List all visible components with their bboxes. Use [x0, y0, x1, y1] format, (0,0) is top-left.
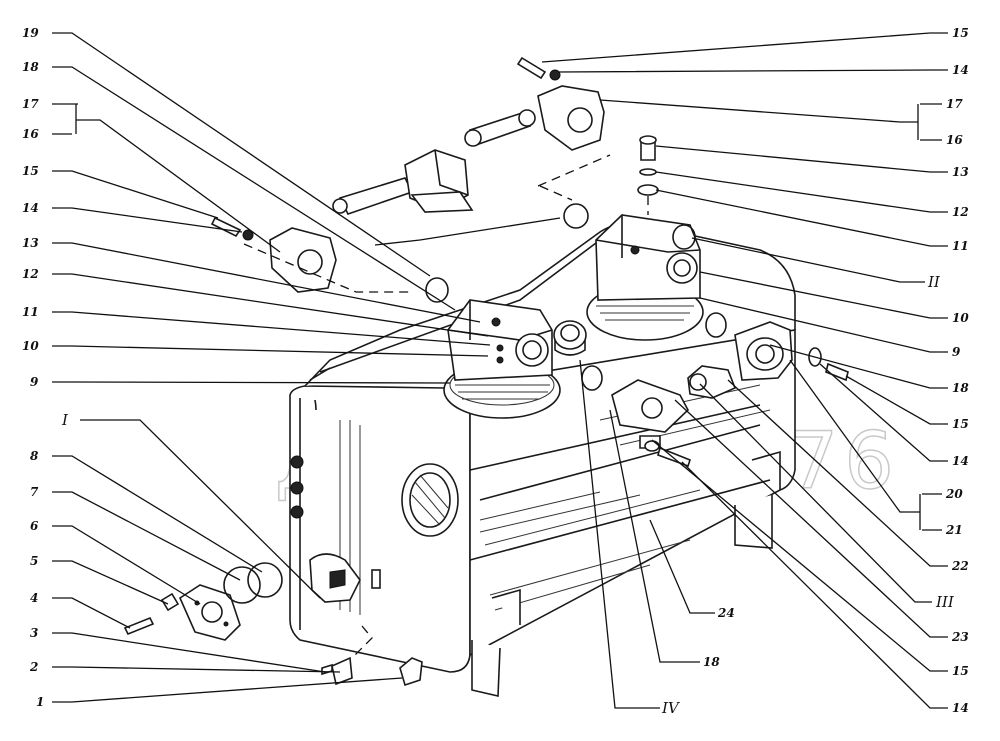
- callout-label: 22: [951, 559, 969, 573]
- valve-body-left: [210, 216, 337, 293]
- filter-assembly: [332, 149, 474, 215]
- callout-label: 16: [22, 127, 39, 141]
- callout-label: 14: [952, 701, 969, 715]
- callout-label: 12: [952, 205, 969, 219]
- callout-label: 19: [22, 26, 39, 40]
- callout-label: 17: [22, 97, 39, 111]
- callout-label: 18: [22, 60, 39, 74]
- callout-label: 16: [946, 133, 963, 147]
- callout-label: I: [61, 411, 69, 429]
- drain-cover-assembly: [123, 562, 423, 687]
- callout-label: 11: [952, 239, 969, 253]
- callouts-left: 19 18 17 16 15 14 13 12 11 10 9 I 8 7 6 …: [22, 26, 69, 709]
- callout-label: 14: [22, 201, 39, 215]
- callout-label: 15: [952, 417, 969, 431]
- callout-label: 20: [945, 487, 963, 501]
- valve-body-top: [516, 56, 605, 151]
- callouts-right: 15 14 17 16 13 12 11 II 10 9 18 15 14 20…: [927, 26, 969, 715]
- callout-label: 5: [30, 554, 38, 568]
- callout-label: 9: [952, 345, 961, 359]
- callout-label: 11: [22, 305, 39, 319]
- callout-label: 23: [951, 630, 969, 644]
- callout-label: 1: [36, 695, 44, 709]
- callout-label: 18: [952, 381, 969, 395]
- right-pump-unit: [586, 214, 704, 341]
- left-pump-unit: [443, 299, 561, 419]
- leader-lines-right: [541, 32, 948, 709]
- callout-label: 14: [952, 63, 969, 77]
- seal-ring: [425, 277, 449, 303]
- callout-label: 6: [30, 519, 39, 533]
- callout-label: 14: [952, 454, 969, 468]
- callout-label: 24: [717, 606, 735, 620]
- callout-label: 7: [30, 485, 39, 499]
- callouts-bottom: 24 18 IV: [661, 606, 735, 717]
- callout-label: 2: [29, 660, 38, 674]
- leader-lines-left: [52, 32, 491, 703]
- tank-body: [289, 221, 796, 697]
- callout-label: 10: [22, 339, 39, 353]
- callout-label: 9: [30, 375, 39, 389]
- bolt-stack: [637, 135, 659, 196]
- filler-neck: [553, 320, 587, 356]
- assembly-line: [374, 217, 561, 246]
- assembly-dashed-lines: [243, 154, 649, 659]
- callout-label: 21: [945, 523, 963, 537]
- callout-label: 18: [703, 655, 720, 669]
- callout-label: 15: [952, 26, 969, 40]
- callout-label: 3: [30, 626, 38, 640]
- callout-label: 17: [946, 97, 963, 111]
- callout-label: 4: [30, 591, 38, 605]
- callout-label: 10: [952, 311, 969, 325]
- leader-lines-bottom: [579, 359, 715, 709]
- callout-label: 13: [22, 236, 39, 250]
- callout-label: 15: [952, 664, 969, 678]
- callout-label: 12: [22, 267, 39, 281]
- callout-label: II: [927, 273, 941, 291]
- callout-label: 15: [22, 164, 39, 178]
- callout-label: III: [935, 593, 955, 611]
- seal-ring: [563, 203, 589, 229]
- callout-label: 13: [952, 165, 969, 179]
- callout-label: 8: [30, 449, 39, 463]
- seal-ring: [672, 224, 696, 250]
- side-fittings: [611, 312, 793, 449]
- pipe-fitting: [464, 109, 536, 147]
- callout-label: IV: [661, 699, 681, 717]
